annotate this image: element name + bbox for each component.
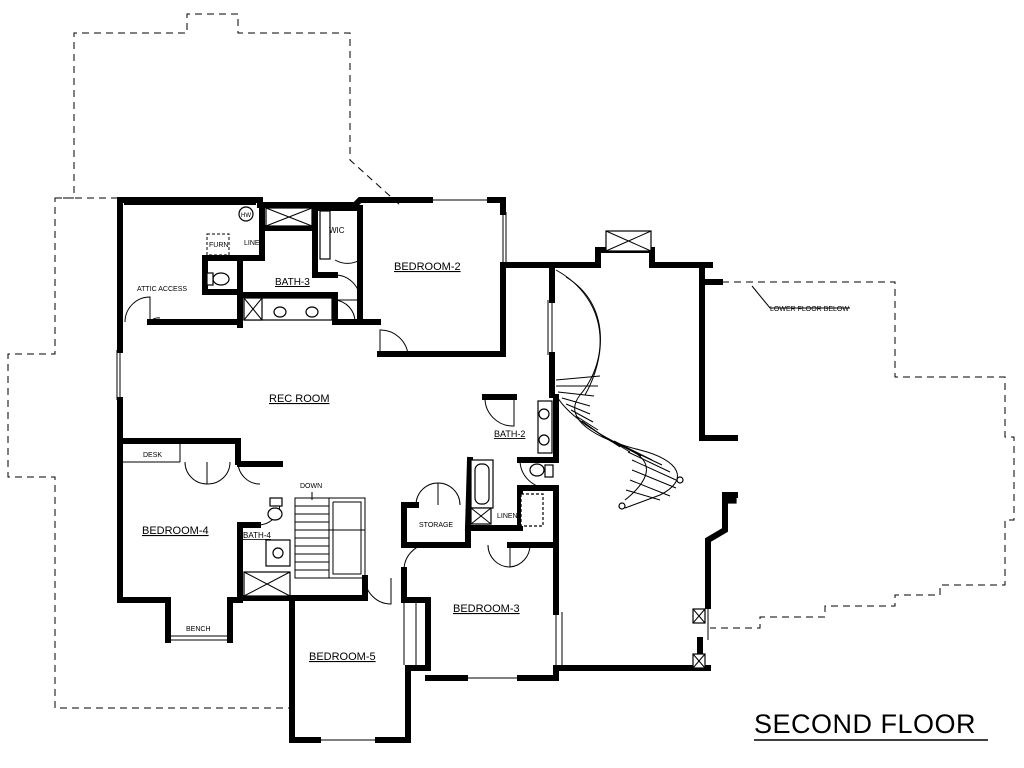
room-label-bath-4: BATH-4 — [243, 531, 271, 540]
label-bench: BENCH — [186, 626, 211, 633]
label-desk: DESK — [143, 452, 162, 459]
water-heater-icon — [238, 206, 254, 222]
thin-lines — [116, 199, 709, 741]
annotation-labels: WIC LINEN LINEN FURN HW ATTIC ACCESS DES… — [137, 213, 849, 633]
room-label-bath-2: BATH-2 — [494, 429, 525, 439]
drawing-title-text: SECOND FLOOR — [754, 709, 976, 739]
room-label-rec-room: REC ROOM — [269, 393, 330, 405]
label-linen-top: LINEN — [244, 240, 265, 247]
label-linen-mid: LINEN — [497, 513, 518, 520]
label-furn: FURN — [209, 242, 228, 249]
straight-stair — [294, 492, 366, 579]
doors — [124, 259, 549, 605]
label-down: DOWN — [300, 483, 322, 490]
room-label-bedroom-3: BEDROOM-3 — [453, 603, 520, 615]
walls — [117, 197, 738, 743]
room-labels: REC ROOM BEDROOM-2 BEDROOM-3 BEDROOM-4 B… — [142, 261, 525, 663]
curved-stair — [555, 269, 684, 510]
label-wic: WIC — [329, 226, 345, 235]
room-label-bath-3: BATH-3 — [275, 277, 310, 288]
drawing-title: SECOND FLOOR — [754, 709, 988, 741]
lower-floor-outline — [7, 13, 1015, 709]
room-label-bedroom-4: BEDROOM-4 — [142, 525, 209, 537]
label-hw: HW — [241, 213, 251, 219]
label-storage: STORAGE — [419, 522, 453, 529]
label-lower-floor-below: LOWER FLOOR BELOW — [770, 306, 849, 313]
label-attic-access: ATTIC ACCESS — [137, 286, 187, 293]
room-label-bedroom-2: BEDROOM-2 — [394, 261, 461, 273]
room-label-bedroom-5: BEDROOM-5 — [309, 651, 376, 663]
fixtures — [206, 206, 737, 669]
